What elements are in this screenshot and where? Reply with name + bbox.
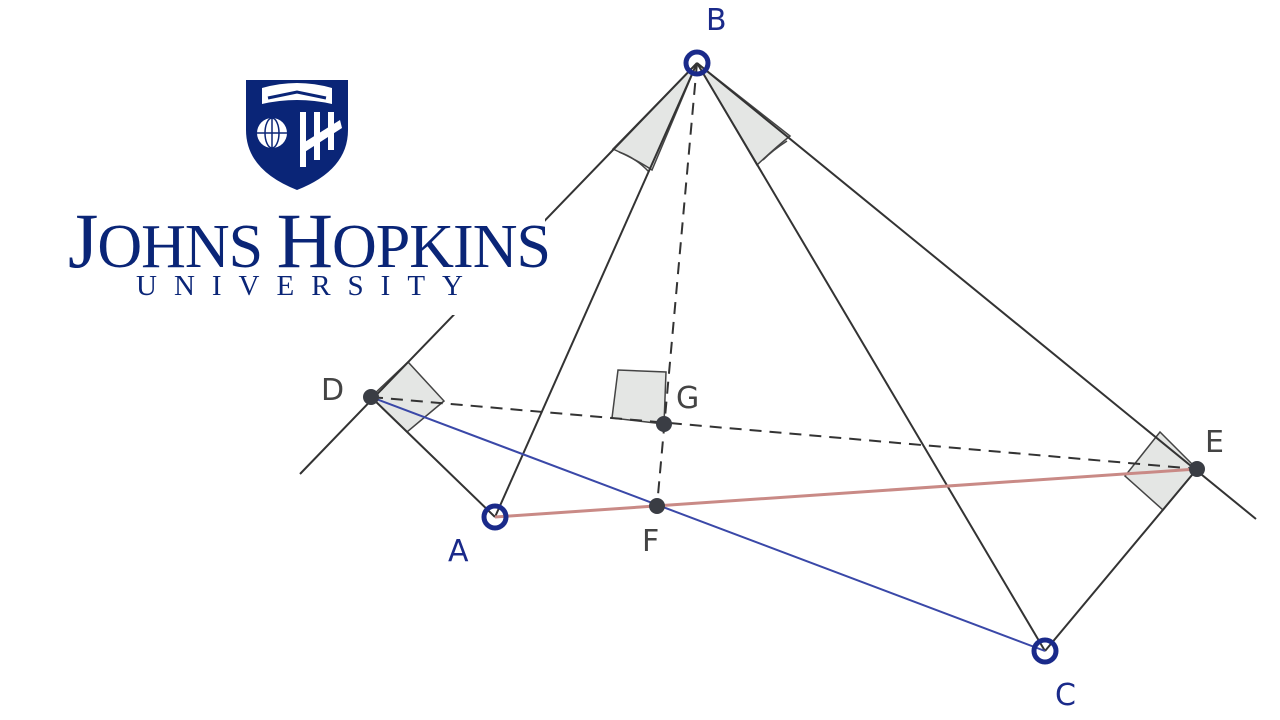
point-c[interactable] — [1031, 637, 1059, 665]
segment-bf-dashed — [656, 62, 698, 507]
point-d[interactable] — [363, 389, 379, 405]
label-f: F — [642, 524, 659, 559]
segment-da — [370, 396, 496, 518]
label-b: B — [706, 3, 727, 38]
segment-dc-blue — [370, 396, 1046, 652]
segment-ab — [494, 62, 698, 518]
jhu-shield-icon — [246, 80, 348, 190]
angle-arc-b-left — [618, 151, 650, 173]
label-a: A — [448, 534, 469, 569]
label-e: E — [1205, 425, 1224, 460]
segment-ae-red — [494, 467, 1198, 519]
segment-bc — [696, 62, 1046, 652]
label-c: C — [1055, 678, 1076, 713]
right-angle-g — [611, 369, 667, 425]
logo-subline: UNIVERSITY — [136, 270, 480, 302]
point-e[interactable] — [1189, 461, 1205, 477]
label-d: D — [321, 373, 344, 408]
point-a[interactable] — [481, 503, 509, 531]
point-f[interactable] — [649, 498, 665, 514]
line-be-extended — [696, 62, 1257, 520]
point-g[interactable] — [656, 416, 672, 432]
segment-ec — [1044, 468, 1198, 652]
label-g: G — [676, 381, 699, 416]
logo-name: JOHNS HOPKINS — [68, 197, 551, 284]
jhu-logo: JOHNS HOPKINS UNIVERSITY — [0, 0, 551, 315]
point-b[interactable] — [683, 49, 711, 77]
angle-arc-b-right — [762, 140, 788, 161]
segment-de-dashed — [370, 396, 1198, 470]
angle-mark-ebc — [696, 62, 792, 167]
